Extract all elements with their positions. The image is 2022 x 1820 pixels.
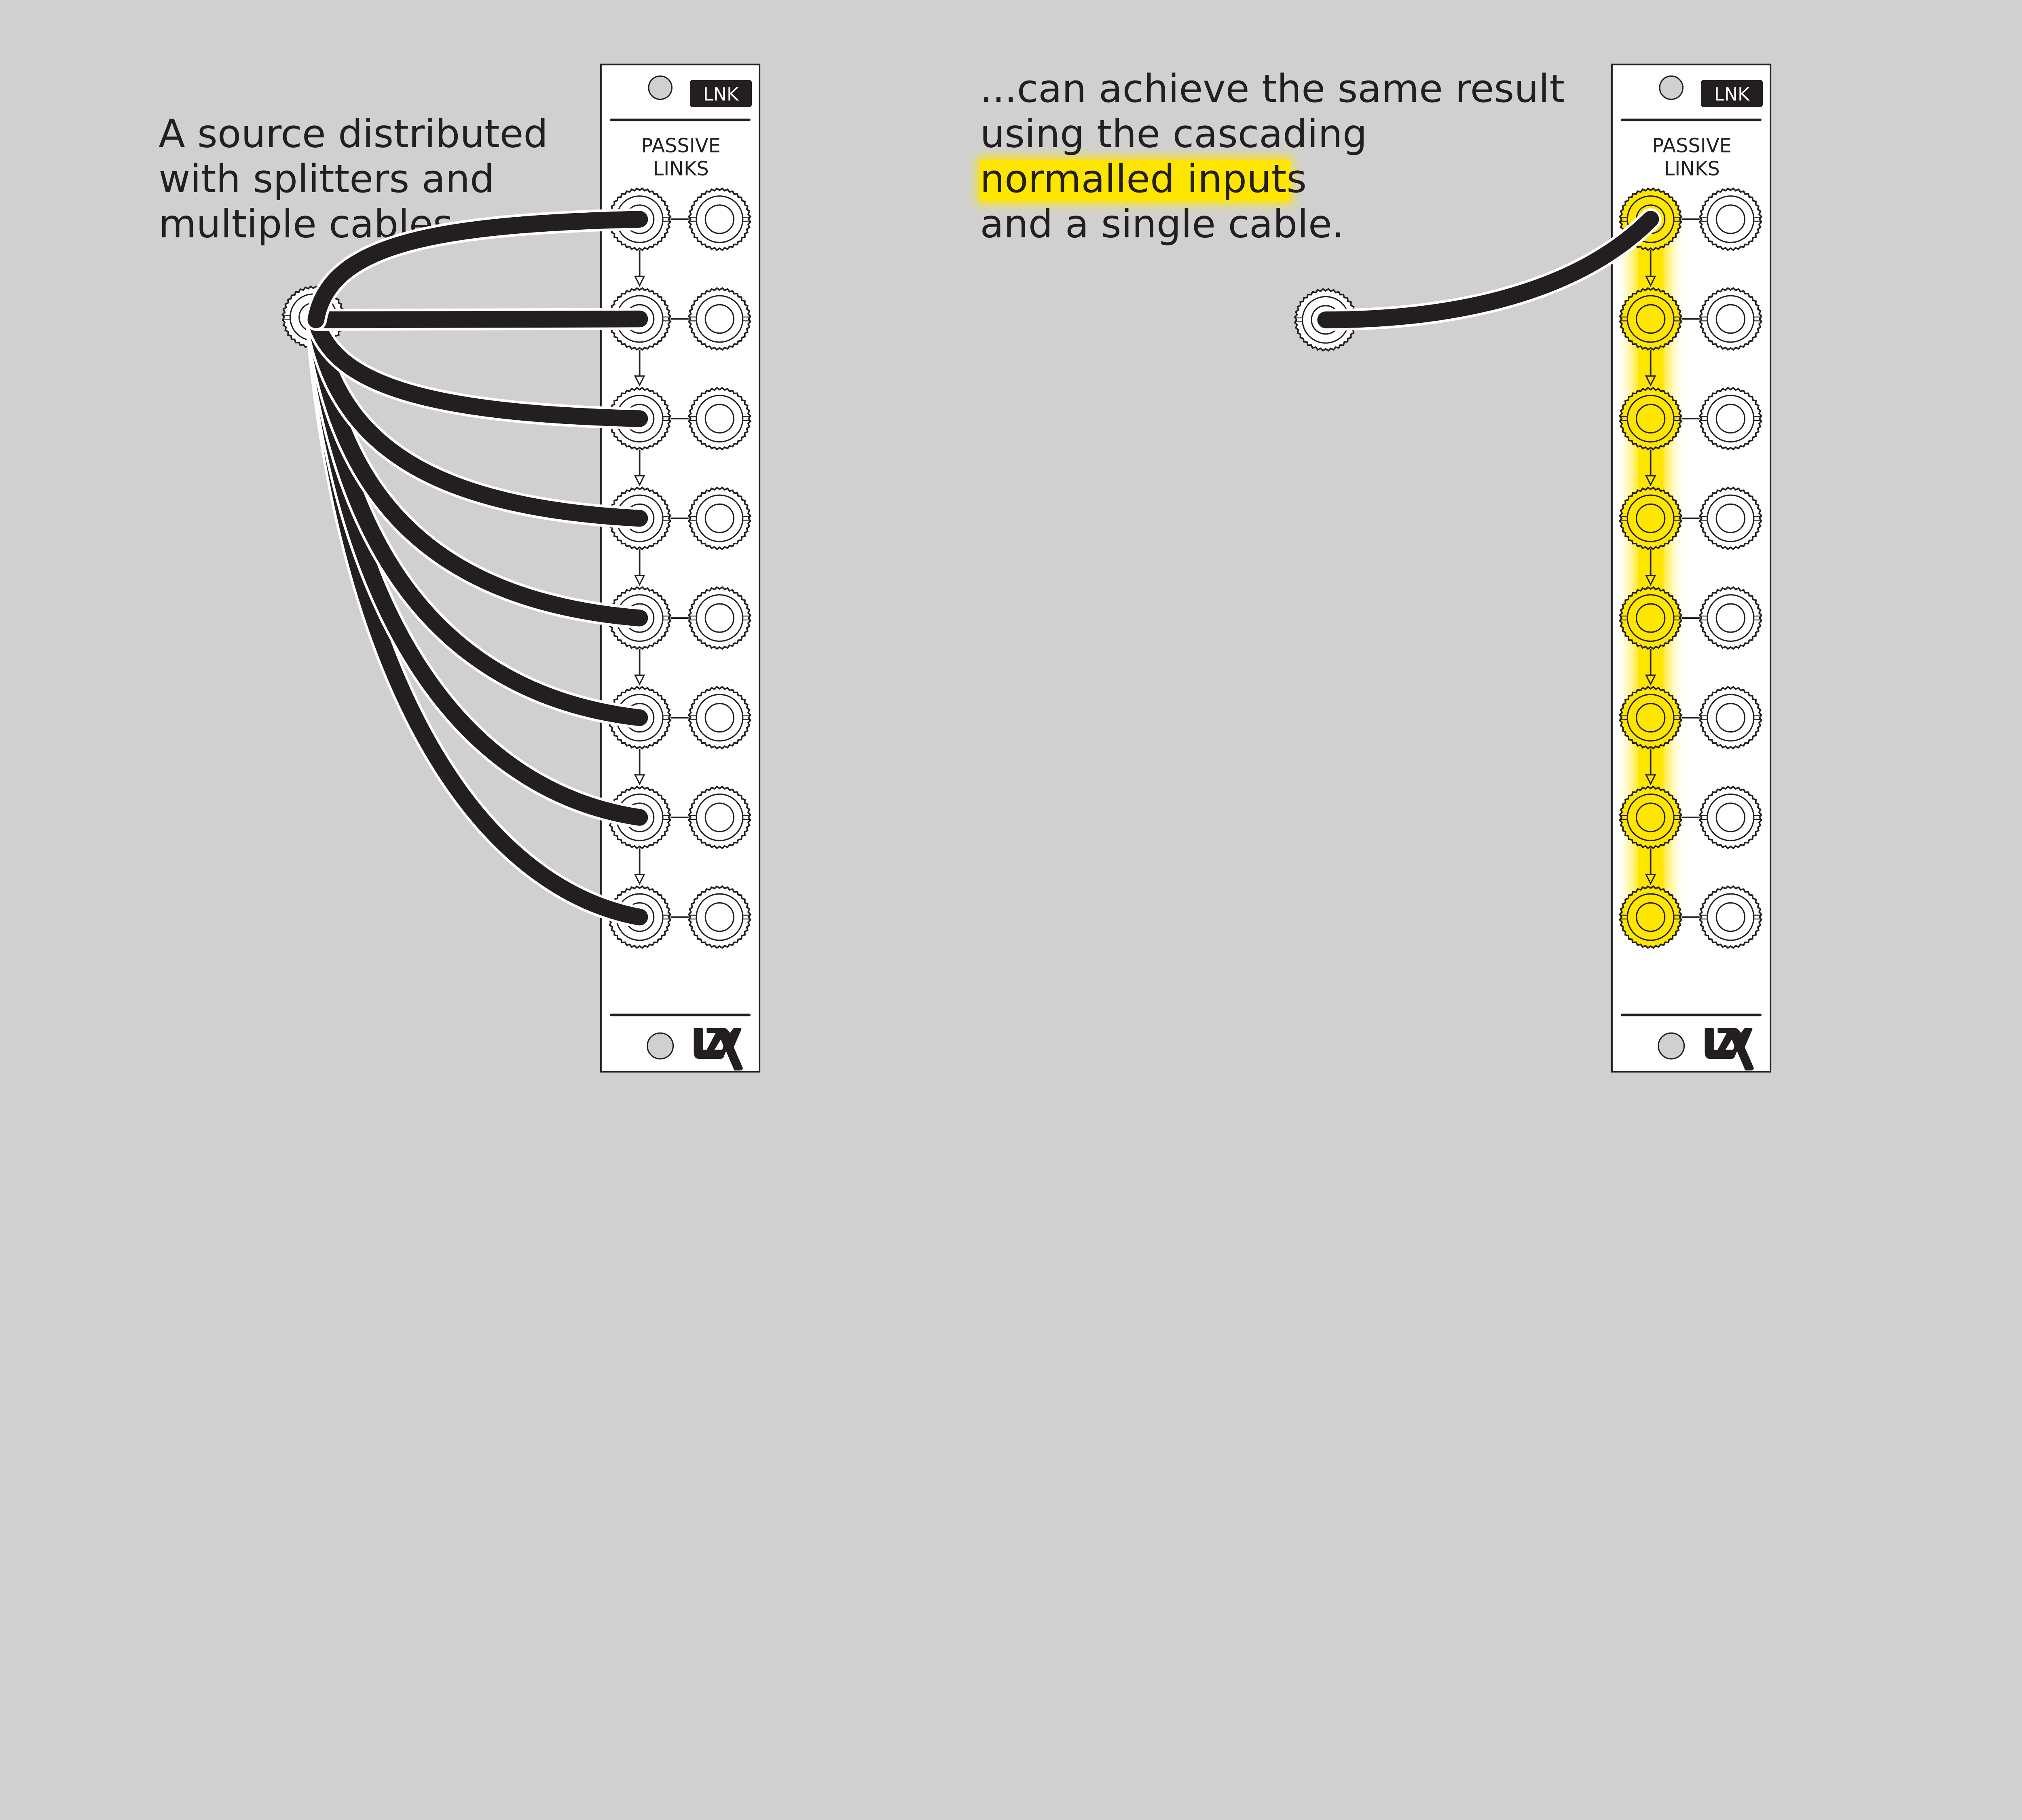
arrow-down-icon bbox=[634, 275, 645, 287]
jack-hole bbox=[1635, 404, 1666, 434]
name-badge bbox=[690, 80, 752, 107]
badge-label: LNK bbox=[1714, 84, 1750, 105]
jack[interactable] bbox=[1618, 586, 1683, 650]
logo-mark bbox=[1705, 1028, 1754, 1071]
cable bbox=[307, 311, 648, 527]
screw-top bbox=[1659, 75, 1684, 100]
arrow-down-icon bbox=[634, 375, 645, 387]
highlight-marker bbox=[980, 160, 1290, 201]
jack-hole bbox=[704, 304, 735, 334]
badge-label: LNK bbox=[703, 84, 739, 105]
jack-hole bbox=[1715, 902, 1746, 932]
jack[interactable] bbox=[687, 486, 752, 550]
screw-top bbox=[648, 75, 673, 100]
jack-hole bbox=[1635, 802, 1666, 832]
jack[interactable] bbox=[687, 287, 752, 351]
arrow-down-icon bbox=[1645, 874, 1656, 885]
jack-hole bbox=[1715, 404, 1746, 434]
logo-mark bbox=[694, 1028, 743, 1071]
jack[interactable] bbox=[687, 785, 752, 849]
jack[interactable] bbox=[1698, 387, 1763, 451]
jack-hole bbox=[1635, 902, 1666, 932]
jack-hole bbox=[1715, 204, 1746, 234]
lzx-logo bbox=[1705, 1028, 1754, 1071]
jack-hole bbox=[1715, 603, 1746, 633]
cable bbox=[307, 311, 648, 427]
jack[interactable] bbox=[687, 586, 752, 650]
caption-line: ...can achieve the same result bbox=[980, 66, 1565, 111]
caption-line: A source distributed bbox=[159, 111, 548, 157]
arrow-down-icon bbox=[634, 674, 645, 686]
jack[interactable] bbox=[1618, 486, 1683, 550]
jack-hole bbox=[1715, 503, 1746, 533]
jack[interactable] bbox=[687, 885, 752, 949]
jack[interactable] bbox=[687, 187, 752, 251]
jack[interactable] bbox=[1698, 187, 1763, 251]
name-badge bbox=[1701, 80, 1763, 107]
jack-hole bbox=[704, 404, 735, 434]
patch-cable[interactable] bbox=[305, 208, 651, 331]
jack[interactable] bbox=[1618, 885, 1683, 949]
left-caption: A source distributed with splitters and … bbox=[159, 111, 548, 247]
arrow-down-icon bbox=[1645, 674, 1656, 686]
module-title: LINKS bbox=[653, 158, 709, 180]
jack-hole bbox=[1715, 304, 1746, 334]
jack[interactable] bbox=[687, 387, 752, 451]
caption-line: and a single cable. bbox=[980, 201, 1344, 247]
patch-cable[interactable] bbox=[1314, 208, 1662, 331]
jack[interactable] bbox=[1698, 586, 1763, 650]
arrow-down-icon bbox=[634, 774, 645, 785]
cable bbox=[1317, 211, 1659, 328]
module-title: LINKS bbox=[1664, 158, 1720, 180]
cable bbox=[307, 310, 648, 328]
caption-line: using the cascading bbox=[980, 111, 1367, 157]
arrow-down-icon bbox=[1645, 475, 1656, 487]
jack[interactable] bbox=[1698, 686, 1763, 750]
arrow-down-icon bbox=[1645, 275, 1656, 287]
caption-line: with splitters and bbox=[159, 156, 494, 201]
jack[interactable] bbox=[1698, 287, 1763, 351]
jack[interactable] bbox=[1618, 387, 1683, 451]
right-caption: ...can achieve the same result using the… bbox=[977, 66, 1565, 247]
lzx-logo bbox=[694, 1028, 743, 1071]
jack-hole bbox=[1635, 503, 1666, 533]
arrow-down-icon bbox=[1645, 575, 1656, 586]
jack[interactable] bbox=[1618, 686, 1683, 750]
jack-hole bbox=[704, 902, 735, 932]
jack-hole bbox=[1635, 603, 1666, 633]
jack[interactable] bbox=[1618, 287, 1683, 351]
patch-cable[interactable] bbox=[305, 309, 651, 529]
arrow-down-icon bbox=[634, 475, 645, 487]
jack[interactable] bbox=[1698, 486, 1763, 550]
diagram-canvas: A source distributed with splitters and … bbox=[159, 63, 1772, 1073]
screw-bottom bbox=[1658, 1032, 1685, 1060]
arrow-down-icon bbox=[1645, 375, 1656, 387]
jack[interactable] bbox=[1698, 785, 1763, 849]
jack-hole bbox=[704, 802, 735, 832]
patch-cable[interactable] bbox=[305, 309, 651, 430]
jack-hole bbox=[704, 703, 735, 733]
jack[interactable] bbox=[1618, 785, 1683, 849]
jack[interactable] bbox=[687, 686, 752, 750]
jack[interactable] bbox=[1698, 885, 1763, 949]
jack-hole bbox=[1635, 304, 1666, 334]
arrow-down-icon bbox=[634, 874, 645, 885]
jack-hole bbox=[704, 603, 735, 633]
cables bbox=[281, 208, 1662, 928]
jack-hole bbox=[1715, 802, 1746, 832]
module-title: PASSIVE bbox=[1652, 135, 1732, 157]
patch-cable[interactable] bbox=[305, 308, 651, 331]
module-title: PASSIVE bbox=[641, 135, 721, 157]
arrow-down-icon bbox=[1645, 774, 1656, 785]
jack-hole bbox=[704, 204, 735, 234]
jack-hole bbox=[1715, 703, 1746, 733]
screw-bottom bbox=[647, 1032, 674, 1060]
jack-hole bbox=[1635, 703, 1666, 733]
jack-hole bbox=[704, 503, 735, 533]
cable bbox=[307, 211, 648, 328]
arrow-down-icon bbox=[634, 575, 645, 586]
caption-highlighted-line: normalled inputs bbox=[980, 156, 1307, 201]
